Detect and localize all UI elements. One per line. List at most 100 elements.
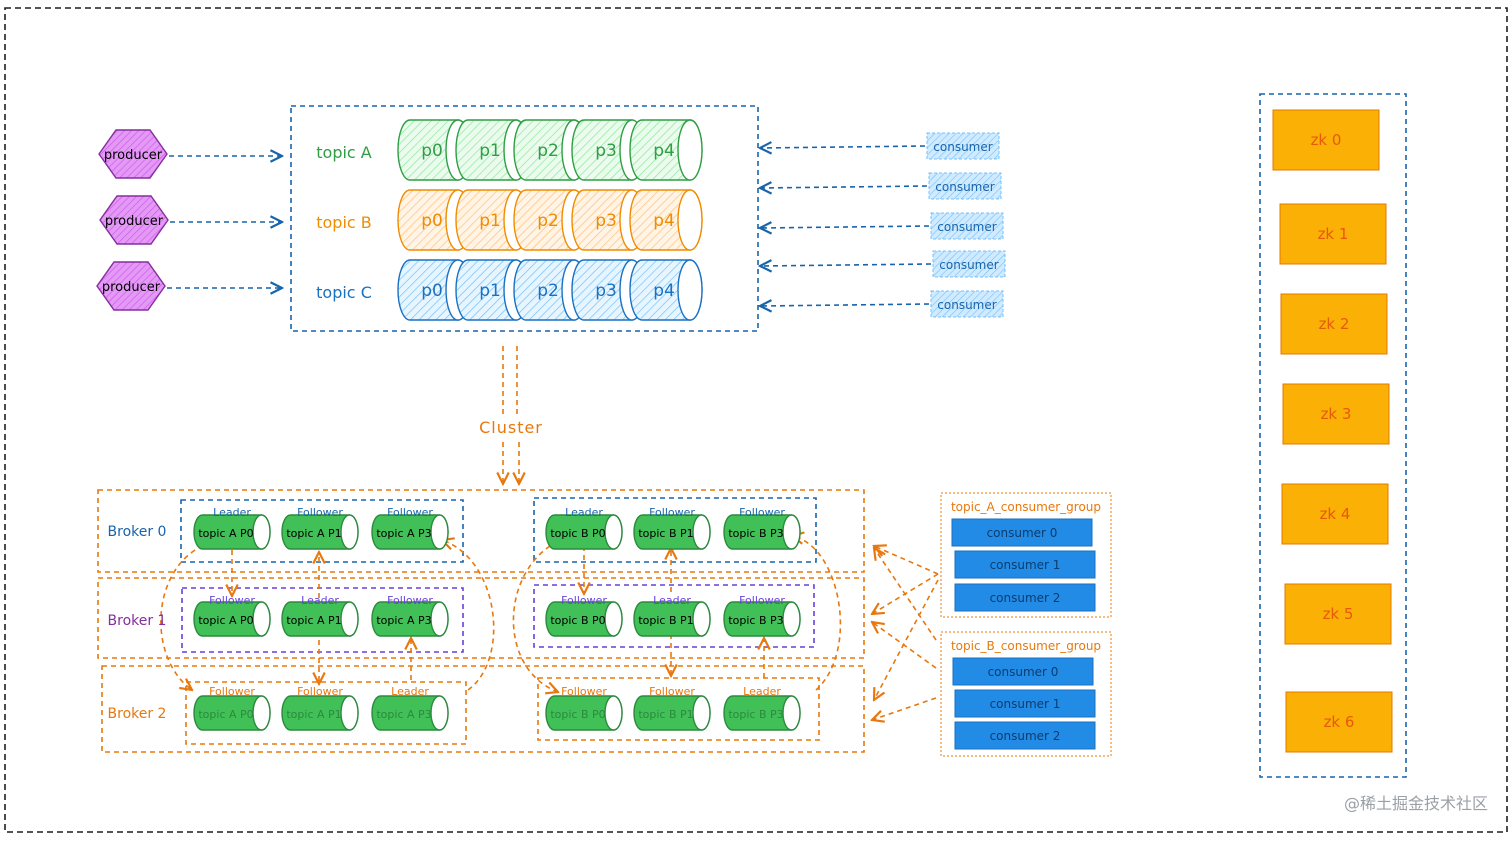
consumer-arrow [760,186,928,188]
replica-name: topic A P0 [198,614,253,627]
replica-name: topic B P0 [550,708,605,721]
partition-label: p4 [653,281,675,301]
replica-name: topic B P3 [728,527,783,540]
producer-hexagon [96,261,166,311]
consumer-group-arrow [872,697,937,720]
partition-label: p2 [537,141,559,161]
consumer-group-arrow [874,548,937,641]
consumer-arrow [760,226,930,228]
topic-a-replica-group [180,499,464,563]
cylinder-end-cap [604,601,623,637]
consumer-box [928,172,1002,200]
partition-label: p3 [595,281,617,301]
cylinder-end-cap [340,695,359,731]
consumer-box [930,290,1004,318]
partition-label: p3 [595,141,617,161]
replica-name: topic B P0 [550,614,605,627]
partition-cylinder [629,119,703,181]
broker-frame [97,489,865,573]
replica-cylinder [281,601,359,637]
cylinder-end-cap [252,601,271,637]
cylinder-end-cap [340,514,359,550]
replica-cylinder [633,514,711,550]
topic-label: topic A [316,143,372,162]
consumer-label: consumer [933,140,992,154]
group-consumer-label: consumer 2 [990,729,1061,743]
replica-role: Follower [297,685,343,698]
cylinder-end-cap [782,601,801,637]
replica-name: topic B P1 [638,614,693,627]
zookeeper-node [1282,383,1390,445]
cylinder-end-cap [677,119,703,181]
consumer-box [930,212,1004,240]
replica-cylinder [371,695,449,731]
replication-arrow [442,540,495,691]
group-consumer-label: consumer 0 [988,665,1059,679]
group-consumer-label: consumer 1 [990,558,1061,572]
producer-label: producer [104,148,163,163]
replica-cylinder [193,601,271,637]
cylinder-end-cap [604,514,623,550]
replica-role: Leader [653,594,691,607]
replica-cylinder [545,601,623,637]
consumer-arrow [760,146,926,148]
group-consumer-label: consumer 0 [987,526,1058,540]
replica-role: Follower [297,506,343,519]
cylinder-end-cap [430,695,449,731]
cylinder-end-cap [604,695,623,731]
replica-cylinder [723,695,801,731]
cylinder-end-cap [782,514,801,550]
replica-role: Leader [391,685,429,698]
replica-role: Leader [743,685,781,698]
replica-role: Follower [209,594,255,607]
replica-role: Follower [209,685,255,698]
replica-cylinder [723,601,801,637]
partition-cylinder [629,259,703,321]
topic-label: topic B [316,213,372,232]
group-consumer-box [954,721,1096,750]
zookeeper-node [1280,293,1388,355]
replica-cylinder [633,601,711,637]
partition-label: p0 [421,281,443,301]
replica-role: Follower [387,506,433,519]
replica-role: Follower [649,685,695,698]
consumer-box [926,132,1000,160]
zookeeper-node [1272,109,1380,171]
zookeeper-node [1279,203,1387,265]
zookeeper-label: zk 1 [1318,225,1349,243]
replica-name: topic A P1 [286,614,341,627]
replica-role: Follower [739,594,785,607]
partition-label: p4 [653,141,675,161]
producer-hexagon [98,129,168,179]
cylinder-end-cap [340,601,359,637]
consumer-label: consumer [939,258,998,272]
replica-name: topic B P0 [550,527,605,540]
cylinder-end-cap [430,514,449,550]
replica-role: Follower [561,594,607,607]
consumer-box [932,250,1006,278]
replica-cylinder [371,514,449,550]
broker-label: Broker 0 [108,524,167,540]
replica-name: topic A P0 [198,708,253,721]
partition-label: p4 [653,211,675,231]
zookeeper-node [1281,483,1389,545]
broker-label: Broker 1 [108,613,167,629]
replica-role: Follower [739,506,785,519]
consumer-group-frame [940,492,1112,618]
zookeeper-node [1285,691,1393,753]
consumer-label: consumer [937,220,996,234]
cylinder-end-cap [692,601,711,637]
replica-role: Leader [565,506,603,519]
consumer-group-arrow [872,622,937,669]
cylinder-end-cap [677,189,703,251]
replica-role: Follower [387,594,433,607]
topic-panel [290,105,759,332]
partition-label: p1 [479,141,501,161]
replica-cylinder [281,695,359,731]
zookeeper-label: zk 5 [1323,605,1354,623]
consumer-group-frame [940,631,1112,757]
zookeeper-panel [1259,93,1407,778]
zookeeper-label: zk 2 [1319,315,1350,333]
